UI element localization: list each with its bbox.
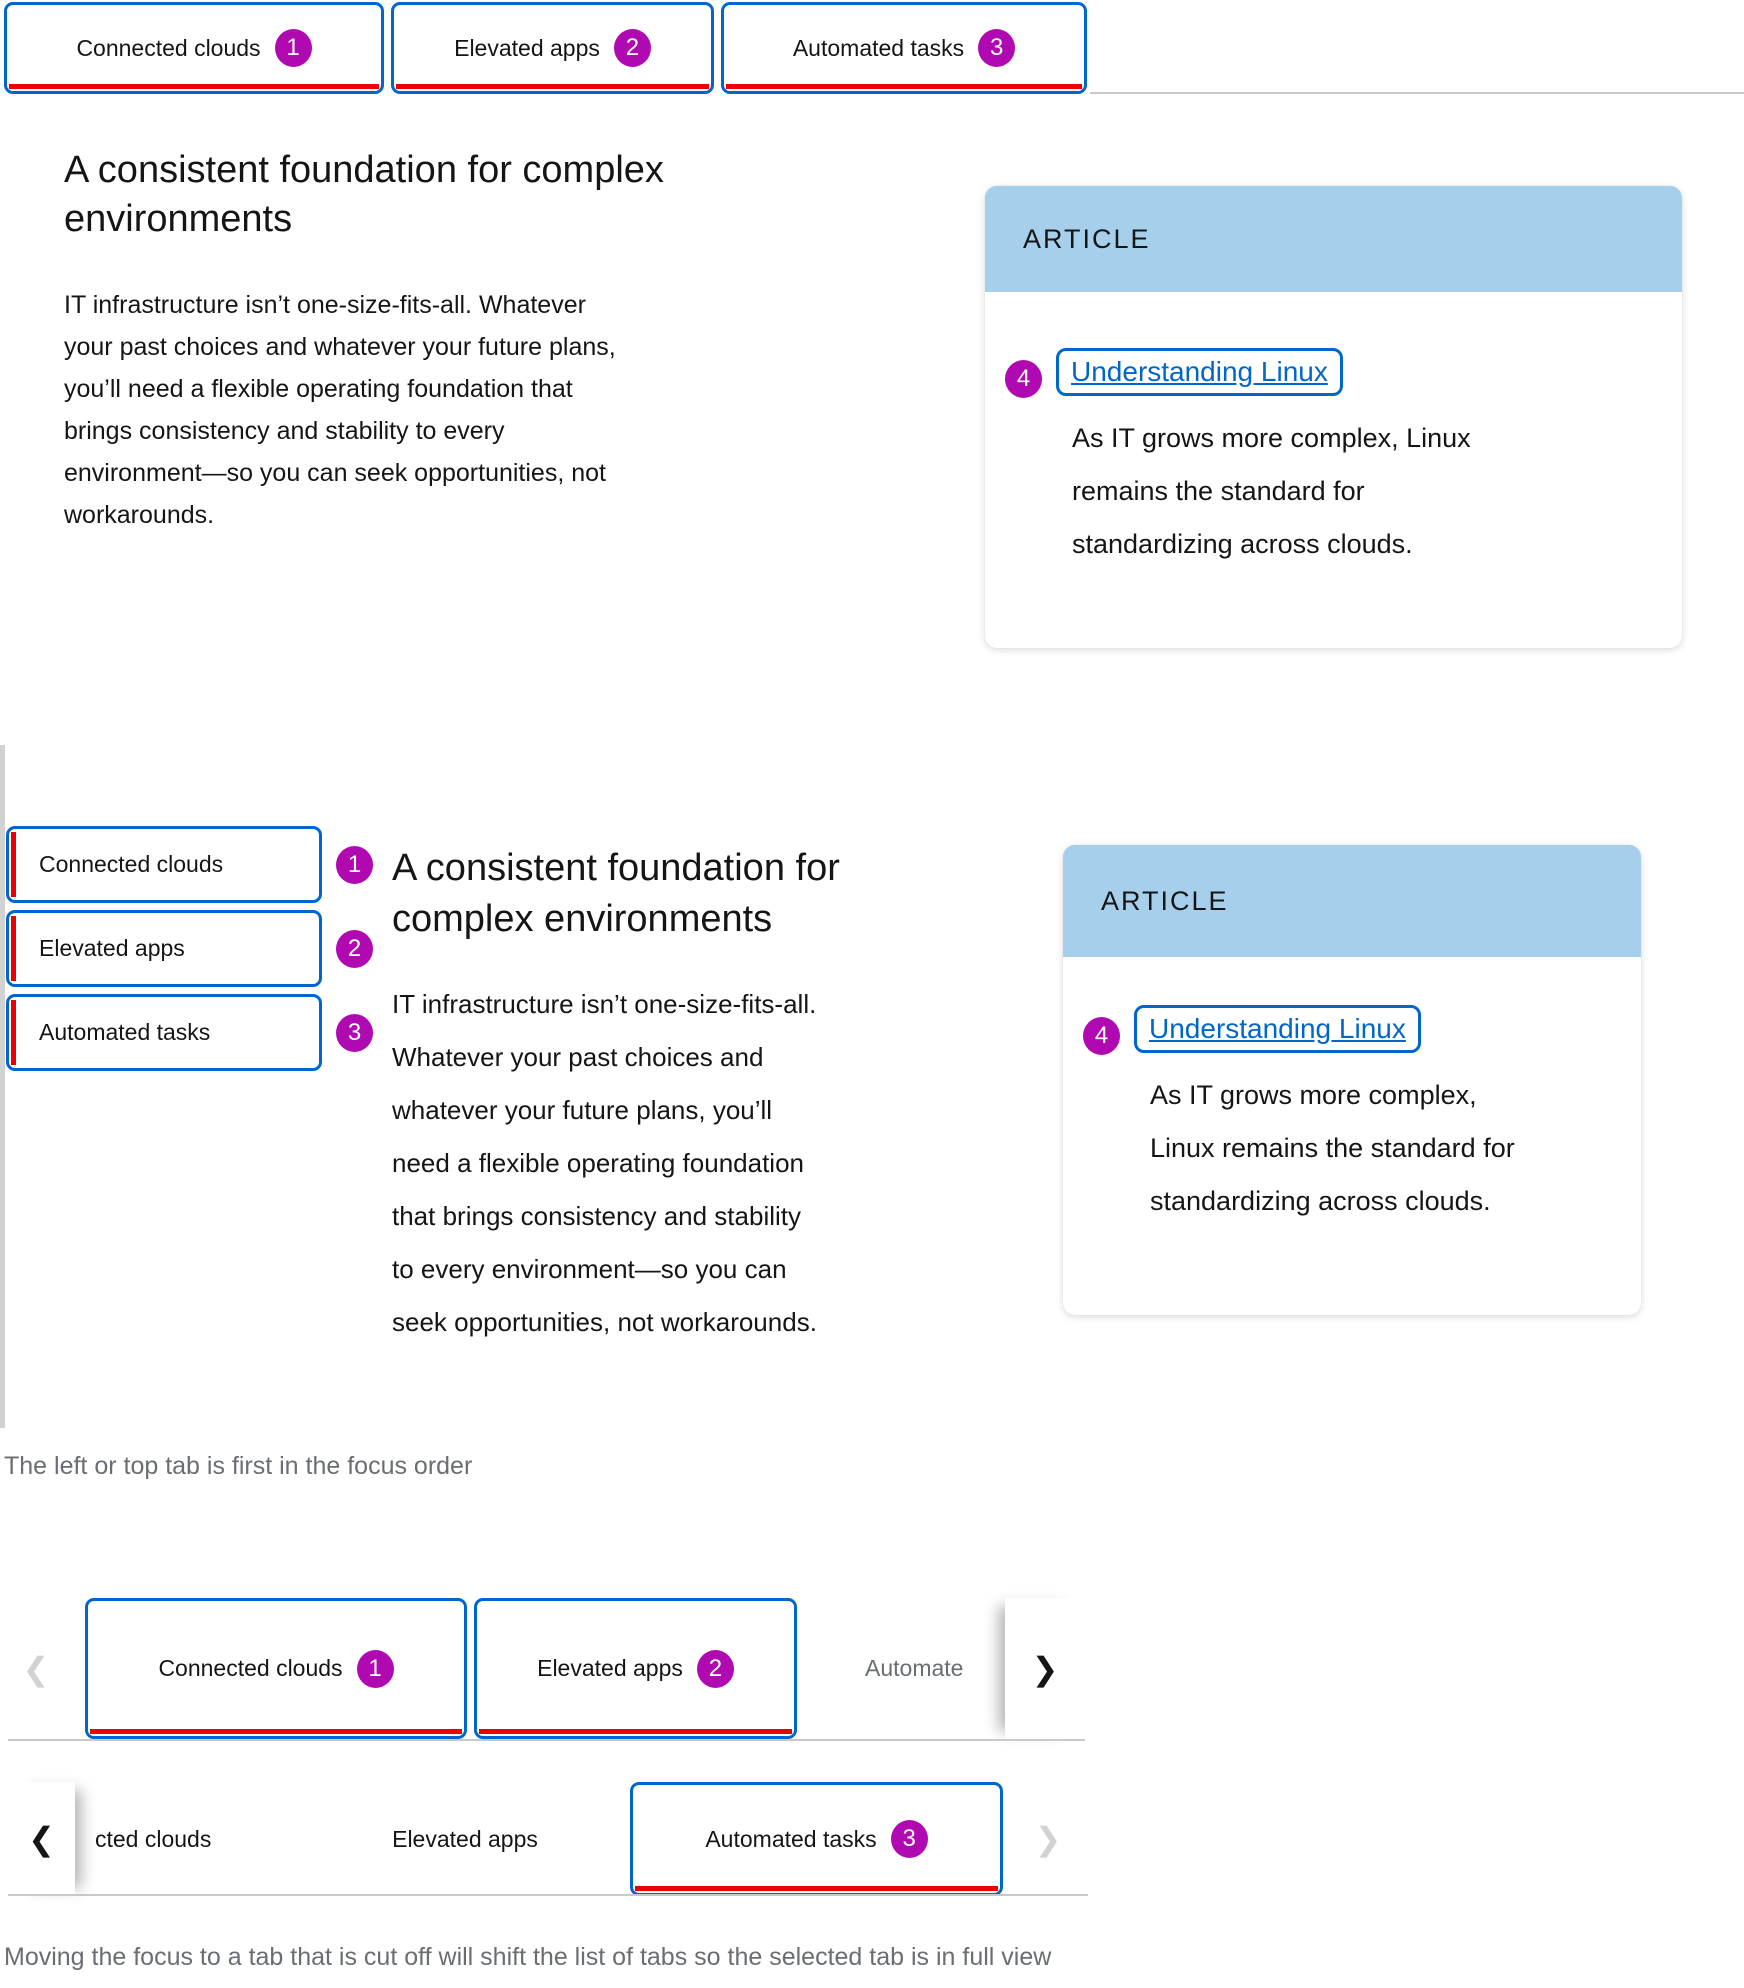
tab-connected-clouds-horizontal[interactable]: Connected clouds 1 (4, 2, 384, 94)
article-content: Understanding Linux As IT grows more com… (1134, 1005, 1515, 1228)
focus-order-badge-4: 4 (1005, 360, 1042, 398)
article-content: Understanding Linux As IT grows more com… (1056, 348, 1471, 571)
article-card: ARTICLE 4 Understanding Linux As IT grow… (985, 186, 1682, 648)
tab-connected-clouds-vertical[interactable]: Connected clouds (6, 826, 322, 903)
focus-order-badge-4: 4 (1083, 1017, 1120, 1055)
tab-automated-tasks-horizontal[interactable]: Automated tasks 3 (721, 2, 1087, 94)
panel-body-text: IT infrastructure isn’t one-size-fits-al… (64, 291, 616, 529)
active-tab-underline (726, 84, 1082, 89)
vertical-tabbar-border (0, 745, 5, 1428)
article-description: As IT grows more complex, Linux remains … (1072, 423, 1471, 559)
tab-label: Automated tasks (792, 34, 965, 61)
tab-elevated-apps-plain[interactable]: Elevated apps (392, 1825, 538, 1852)
focus-order-badge-2: 2 (696, 1649, 734, 1688)
panel-heading: A consistent foundation for complex envi… (392, 847, 840, 940)
figure-caption: Moving the focus to a tab that is cut of… (4, 1943, 1052, 1971)
article-link[interactable]: Understanding Linux (1056, 348, 1343, 396)
tab-connected-clouds-cutoff[interactable]: cted clouds (95, 1825, 212, 1852)
tab-elevated-apps-overflow[interactable]: Elevated apps 2 (474, 1598, 797, 1739)
figure-caption: The left or top tab is first in the focu… (4, 1452, 473, 1480)
focus-order-badge-3: 3 (336, 1014, 373, 1052)
tabbar-bottom-border (8, 1739, 1085, 1741)
tabbar-bottom-border (8, 1894, 1088, 1896)
scroll-left-button[interactable]: ❮ (8, 1782, 75, 1896)
active-tab-underline (479, 1729, 792, 1734)
tab-automated-tasks-cutoff[interactable]: Automate (865, 1655, 964, 1681)
focus-order-badge-2: 2 (336, 930, 373, 968)
active-tab-underline (396, 84, 709, 89)
focus-order-badge-1: 1 (356, 1649, 394, 1688)
focus-order-badge-3: 3 (978, 29, 1016, 67)
panel-body-text: IT infrastructure isn’t one-size-fits-al… (392, 989, 817, 1337)
focus-order-badge-3: 3 (890, 1820, 928, 1858)
tab-label: Elevated apps (454, 34, 600, 61)
scroll-left-button[interactable]: ❮ (8, 1598, 64, 1739)
chevron-right-icon: ❯ (1031, 1649, 1059, 1688)
article-card-header: ARTICLE (985, 186, 1682, 292)
tab-label: Connected clouds (39, 851, 224, 877)
chevron-left-icon: ❮ (22, 1649, 50, 1688)
active-tab-accent (11, 1000, 16, 1065)
tab-label: Automated tasks (705, 1825, 877, 1852)
focus-order-badge-2: 2 (613, 29, 651, 67)
active-tab-underline (9, 84, 379, 89)
tab-label: Elevated apps (537, 1655, 683, 1681)
tab-connected-clouds-overflow[interactable]: Connected clouds 1 (85, 1598, 467, 1739)
focus-order-badge-1: 1 (336, 846, 373, 884)
active-tab-accent (11, 916, 16, 981)
article-link[interactable]: Understanding Linux (1134, 1005, 1421, 1053)
article-description: As IT grows more complex, Linux remains … (1150, 1080, 1515, 1216)
article-card-header: ARTICLE (1063, 845, 1641, 957)
chevron-left-icon: ❮ (28, 1820, 55, 1858)
focus-order-badge-1: 1 (274, 29, 312, 67)
tab-elevated-apps-horizontal[interactable]: Elevated apps 2 (391, 2, 714, 94)
tab-label: Connected clouds (76, 34, 261, 61)
tab-automated-tasks-vertical[interactable]: Automated tasks (6, 994, 322, 1071)
article-card-body: 4 Understanding Linux As IT grows more c… (985, 292, 1682, 571)
scroll-right-button[interactable]: ❯ (1008, 1782, 1088, 1896)
active-tab-accent (11, 832, 16, 897)
active-tab-underline (635, 1886, 998, 1891)
active-tab-underline (90, 1729, 462, 1734)
article-card: ARTICLE 4 Understanding Linux As IT grow… (1063, 845, 1641, 1315)
tab-label: Elevated apps (39, 935, 185, 961)
chevron-right-icon: ❯ (1034, 1820, 1062, 1858)
article-eyebrow: ARTICLE (1023, 223, 1151, 254)
article-eyebrow: ARTICLE (1101, 885, 1229, 916)
tab-label: Automated tasks (39, 1019, 211, 1045)
panel-heading: A consistent foundation for complex envi… (64, 149, 664, 240)
tab-automated-tasks-overflow[interactable]: Automated tasks 3 (630, 1782, 1003, 1896)
tab-elevated-apps-vertical[interactable]: Elevated apps (6, 910, 322, 987)
tab-label: Connected clouds (158, 1655, 343, 1681)
article-card-body: 4 Understanding Linux As IT grows more c… (1063, 957, 1641, 1228)
scroll-right-button[interactable]: ❯ (1005, 1598, 1085, 1739)
tabbar-bottom-border (1090, 92, 1744, 94)
